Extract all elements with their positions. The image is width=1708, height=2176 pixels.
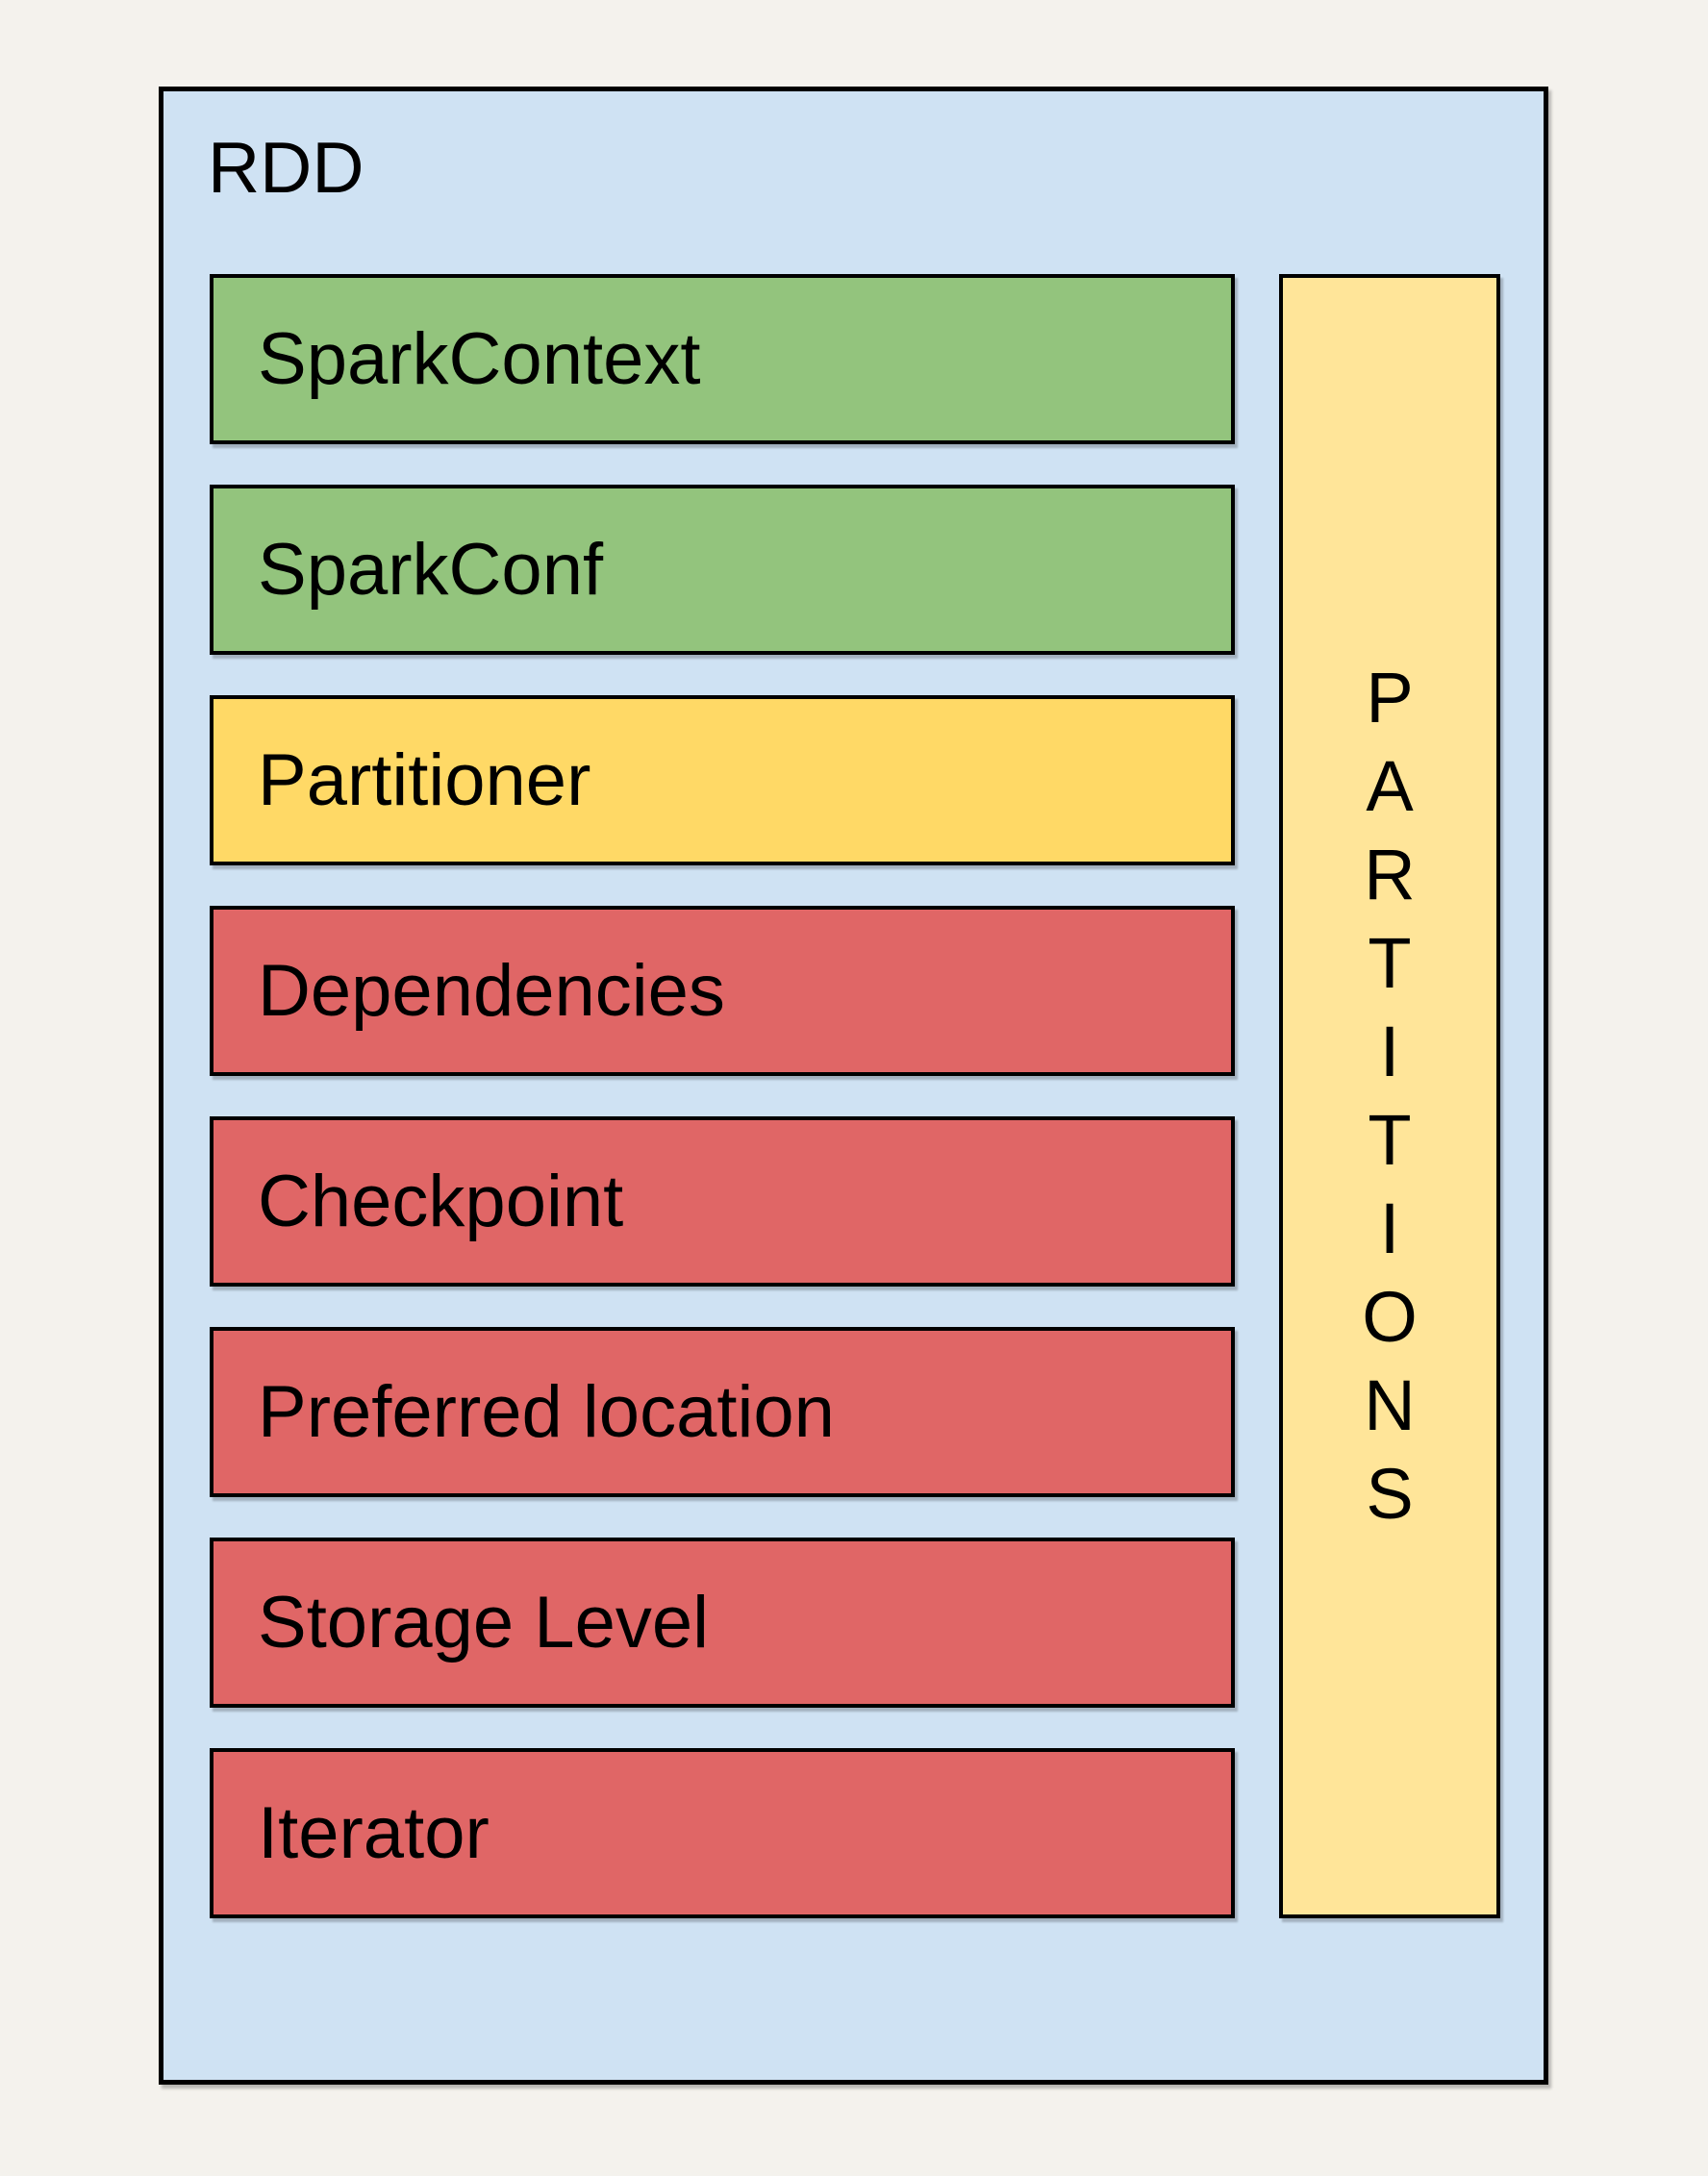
box-label: Iterator [258, 1792, 490, 1874]
partitions-letter: R [1364, 835, 1416, 914]
box-label: Preferred location [258, 1371, 835, 1453]
box-dependencies: Dependencies [210, 906, 1235, 1076]
box-iterator: Iterator [210, 1748, 1235, 1918]
box-label: Storage Level [258, 1582, 709, 1663]
box-partitioner: Partitioner [210, 695, 1235, 865]
partitions-letter: T [1368, 1100, 1412, 1180]
box-label: SparkContext [258, 318, 701, 400]
box-storage-level: Storage Level [210, 1538, 1235, 1708]
partitions-letter: T [1368, 923, 1412, 1003]
partitions-letter: I [1379, 1012, 1400, 1091]
box-sparkcontext: SparkContext [210, 274, 1235, 444]
partitions-letter: N [1364, 1365, 1416, 1445]
box-preferred-location: Preferred location [210, 1327, 1235, 1497]
box-label: Dependencies [258, 950, 725, 1032]
partitions-letter: O [1362, 1277, 1418, 1357]
partitions-letter: I [1379, 1188, 1400, 1268]
partitions-letter: P [1366, 658, 1414, 738]
box-label: Checkpoint [258, 1161, 624, 1242]
box-sparkconf: SparkConf [210, 485, 1235, 655]
box-checkpoint: Checkpoint [210, 1116, 1235, 1287]
box-label: Partitioner [258, 739, 591, 821]
box-label: SparkConf [258, 529, 604, 611]
rdd-title: RDD [208, 127, 364, 208]
partitions-letter: A [1366, 746, 1414, 826]
partitions-letter: S [1366, 1454, 1414, 1534]
